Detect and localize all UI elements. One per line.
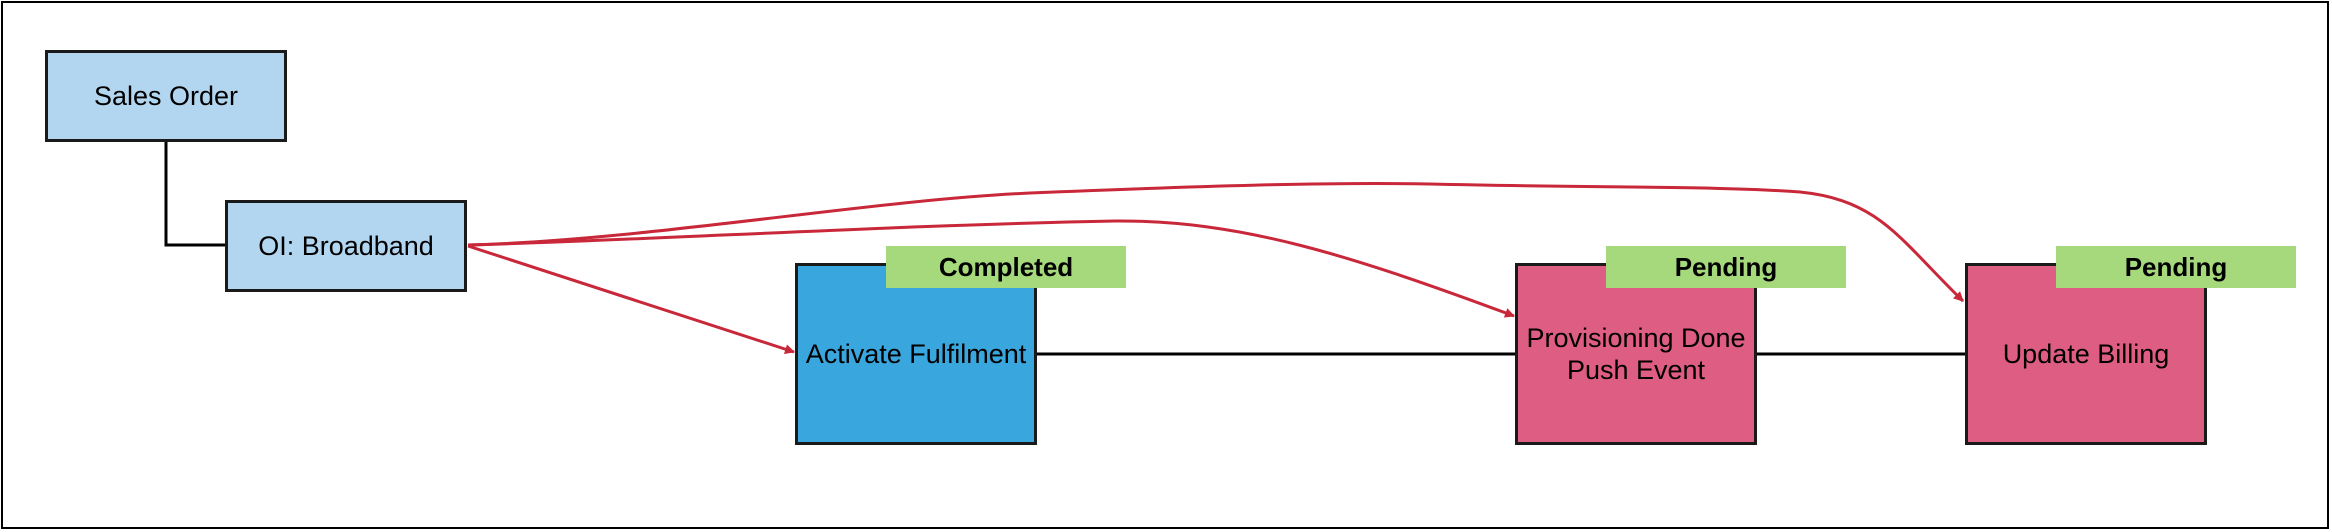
status-badge-completed: Completed: [886, 246, 1126, 288]
provisioning-done-node[interactable]: Provisioning Done Push Event: [1515, 263, 1757, 445]
status-badge-label: Pending: [1674, 251, 1778, 282]
dependency-arrow-to-activate-fulfilment: [467, 244, 795, 354]
update-billing-label: Update Billing: [2002, 338, 2170, 369]
activate-fulfilment-node[interactable]: Activate Fulfilment: [795, 263, 1037, 445]
sales-order-node[interactable]: Sales Order: [45, 50, 287, 142]
connector-sales-order-to-broadband: [164, 140, 226, 247]
status-badge-label: Pending: [2124, 251, 2228, 282]
status-badge-label: Completed: [938, 251, 1074, 282]
oi-broadband-label: OI: Broadband: [258, 230, 434, 261]
provisioning-done-line-2: Push Event: [1566, 355, 1706, 385]
oi-broadband-node[interactable]: OI: Broadband: [225, 200, 467, 292]
status-badge-pending-billing: Pending: [2056, 246, 2296, 288]
dependency-arrow-to-update-billing: [467, 181, 1965, 303]
sales-order-label: Sales Order: [93, 80, 239, 111]
provisioning-done-line-1: Provisioning Done: [1526, 322, 1746, 353]
provisioning-done-label: Provisioning Done Push Event: [1526, 322, 1745, 387]
update-billing-node[interactable]: Update Billing: [1965, 263, 2207, 445]
activate-fulfilment-label: Activate Fulfilment: [805, 338, 1027, 369]
dependency-arrow-to-provisioning: [467, 219, 1515, 318]
status-badge-pending-provisioning: Pending: [1606, 246, 1846, 288]
